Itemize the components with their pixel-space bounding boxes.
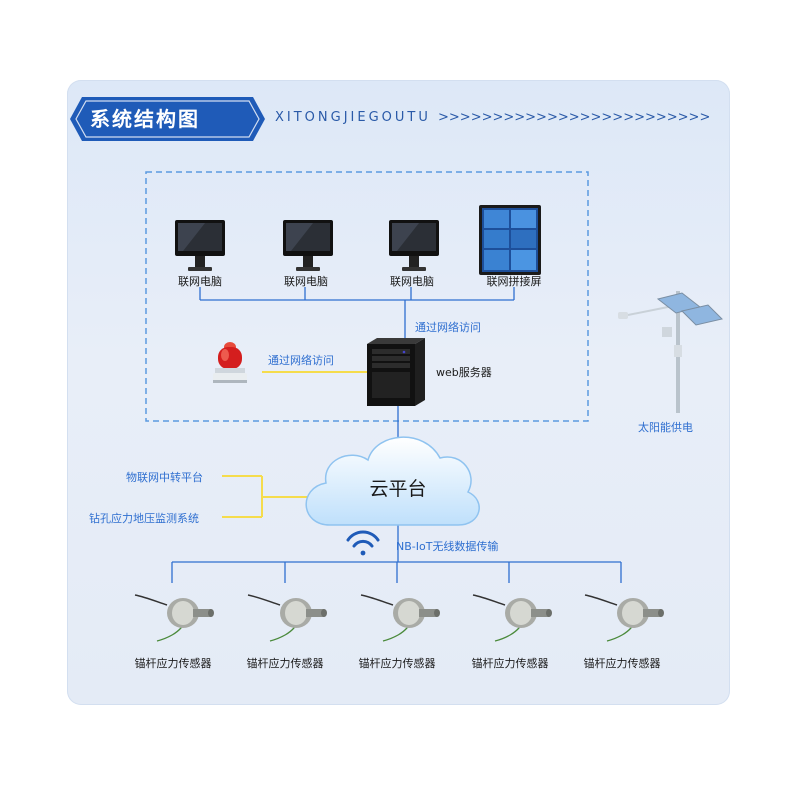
terminal-label: 联网电脑 xyxy=(380,273,444,289)
sensor-label: 锚杆应力传感器 xyxy=(577,655,667,671)
cloud-label: 云平台 xyxy=(356,474,440,501)
server-tower-icon xyxy=(367,338,425,406)
terminal-label: 联网电脑 xyxy=(168,273,232,289)
sensor-icon xyxy=(135,595,214,641)
platform-links xyxy=(222,476,318,517)
wifi-icon xyxy=(348,532,378,555)
platform-label: 钻孔应力地压监测系统 xyxy=(89,510,199,526)
server-label: web服务器 xyxy=(436,364,492,380)
sensor-icon xyxy=(248,595,327,641)
solar-label: 太阳能供电 xyxy=(638,419,693,435)
sensor-icon xyxy=(585,595,664,641)
server-access-label: 通过网络访问 xyxy=(415,319,481,335)
monitor-icon xyxy=(283,220,333,271)
sensor-label: 锚杆应力传感器 xyxy=(352,655,442,671)
sensor-icon xyxy=(361,595,440,641)
platform-label: 物联网中转平台 xyxy=(126,469,203,485)
terminal-label: 联网拼接屏 xyxy=(476,273,552,289)
monitor-icon xyxy=(175,220,225,271)
solar-pole-icon xyxy=(618,291,722,413)
video-wall-icon xyxy=(479,205,541,275)
sensor-label: 锚杆应力传感器 xyxy=(128,655,218,671)
alarm-light-icon xyxy=(213,342,247,383)
sensor-label: 锚杆应力传感器 xyxy=(465,655,555,671)
alarm-access-label: 通过网络访问 xyxy=(268,352,334,368)
terminal-label: 联网电脑 xyxy=(274,273,338,289)
sensor-label: 锚杆应力传感器 xyxy=(240,655,330,671)
monitor-icon xyxy=(389,220,439,271)
sensor-icon xyxy=(473,595,552,641)
wireless-label: NB-IoT无线数据传输 xyxy=(396,538,498,554)
